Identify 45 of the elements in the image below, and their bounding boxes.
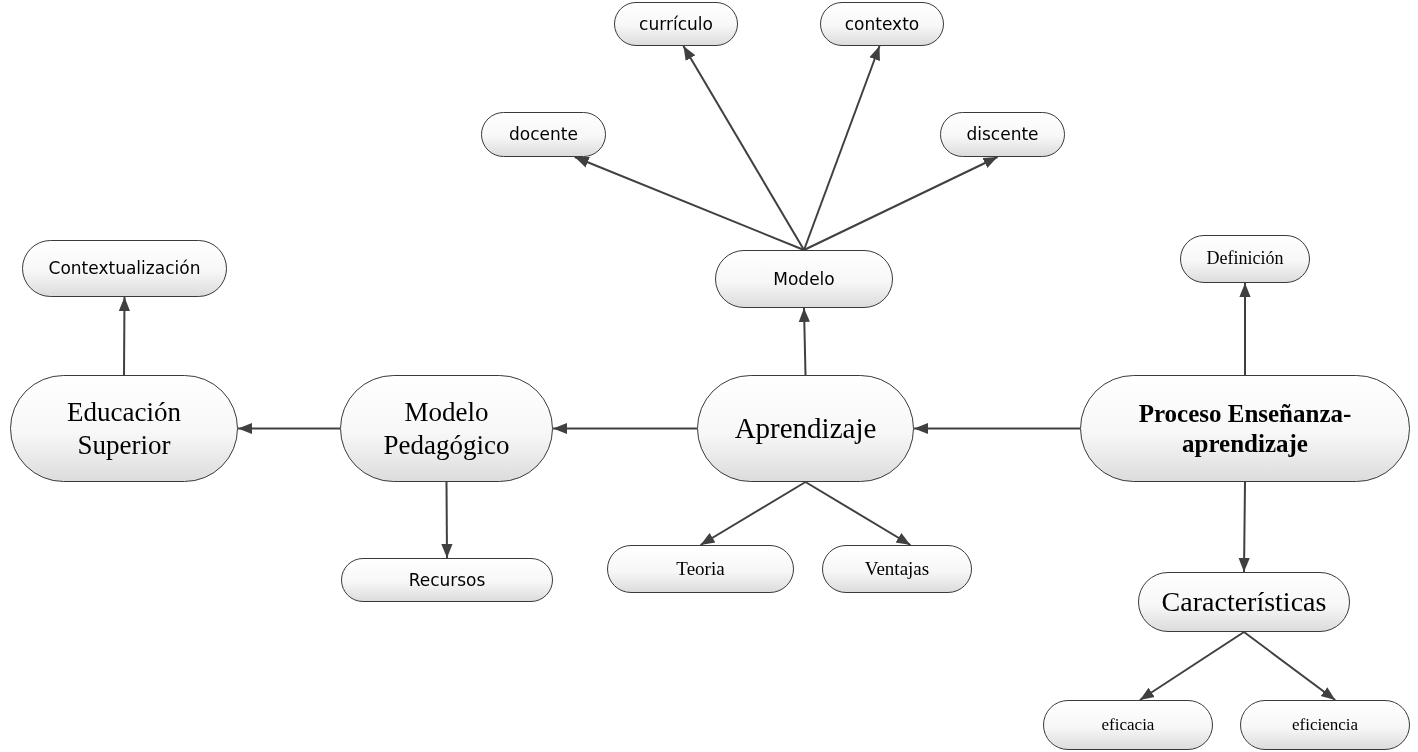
- rounded-box: [481, 112, 606, 157]
- node-label: eficacia: [1101, 714, 1155, 736]
- rounded-box: [940, 112, 1065, 157]
- arrow: [1138, 631, 1245, 701]
- arrow: [1239, 282, 1251, 376]
- rounded-box: [607, 545, 794, 593]
- node-label: Proceso Enseñanza-aprendizaje: [1137, 398, 1353, 459]
- rounded-box: [1240, 700, 1410, 750]
- node-label: discente: [966, 124, 1039, 145]
- rounded-box: [820, 2, 944, 46]
- node-label: docente: [509, 124, 578, 145]
- node-label: Ventajas: [864, 557, 930, 581]
- rounded-box: [1138, 572, 1350, 632]
- arrow: [682, 45, 805, 251]
- node-label: Contextualización: [48, 258, 201, 279]
- node-label: contexto: [844, 13, 920, 35]
- arrow: [803, 45, 881, 251]
- rounded-box: [822, 545, 972, 593]
- arrow: [699, 481, 807, 546]
- rounded-box: [22, 240, 227, 297]
- arrow: [798, 307, 810, 376]
- arrow: [552, 422, 698, 435]
- arrow: [804, 481, 912, 546]
- node-label: Educación Superior: [66, 396, 182, 461]
- node-label: Modelo Pedagógico: [382, 396, 511, 461]
- arrow: [1243, 631, 1337, 701]
- arrow: [1238, 481, 1250, 573]
- node-label: eficiencia: [1291, 714, 1359, 736]
- rounded-box: [1043, 700, 1213, 750]
- rounded-box: [341, 558, 553, 602]
- node-label: Recursos: [408, 569, 486, 591]
- node-label: Teoria: [676, 557, 725, 581]
- rounded-box: [1180, 235, 1310, 283]
- node-label: currículo: [639, 13, 713, 35]
- arrow: [803, 156, 999, 251]
- rounded-box: [614, 2, 738, 46]
- arrow: [118, 296, 130, 376]
- node-label: Modelo: [773, 268, 835, 290]
- arrow: [573, 156, 805, 251]
- node-label: Definición: [1206, 248, 1284, 270]
- node-label: Características: [1161, 585, 1327, 619]
- arrow: [237, 422, 341, 435]
- node-label: Aprendizaje: [734, 411, 877, 446]
- arrow: [441, 481, 453, 559]
- arrow: [913, 422, 1081, 435]
